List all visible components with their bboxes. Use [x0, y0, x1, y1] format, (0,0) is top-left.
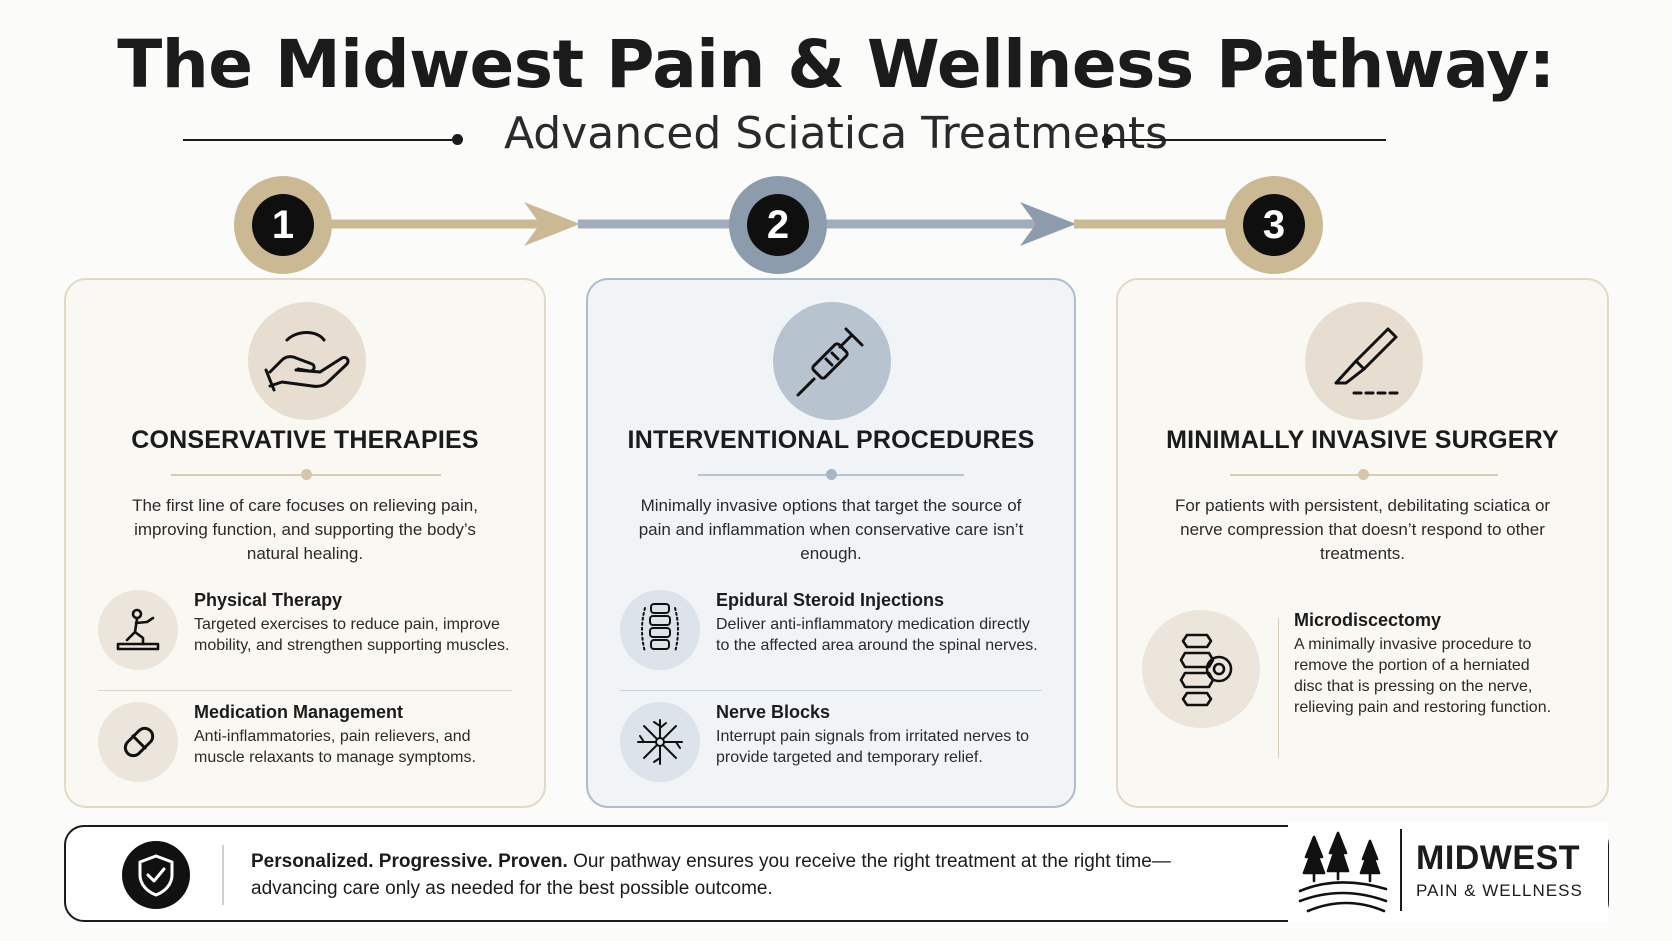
page-title: The Midwest Pain & Wellness Pathway:	[117, 26, 1555, 103]
pill-capsule-icon	[98, 702, 178, 782]
step-number-2: 2	[747, 194, 809, 256]
subtitle-line-right	[1108, 139, 1386, 141]
card-minimally-invasive-surgery: MINIMALLY INVASIVE SURGERY For patients …	[1116, 278, 1609, 808]
syringe-icon	[773, 302, 891, 420]
banner-separator	[222, 845, 224, 905]
card-description: Minimally invasive options that target t…	[638, 496, 1024, 563]
subtitle-dot-right	[1102, 134, 1113, 145]
page-subtitle: Advanced Sciatica Treatments	[503, 108, 1169, 159]
card-description: For patients with persistent, debilitati…	[1174, 496, 1551, 563]
open-hand-icon	[248, 302, 366, 420]
step-circle-3: 3	[1225, 176, 1323, 274]
banner-bold-text: Personalized. Progressive. Proven.	[251, 851, 568, 872]
item-separator	[1278, 618, 1279, 758]
card-description: The first line of care focuses on reliev…	[132, 496, 478, 563]
flow-arrow-2	[1020, 202, 1076, 246]
logo: MIDWEST PAIN & WELLNESS	[1288, 823, 1608, 923]
item-text: Deliver anti-inflammatory medication dir…	[716, 616, 1038, 654]
item-title: Physical Therapy	[194, 590, 343, 610]
item-text: Anti-inflammatories, pain relievers, and…	[194, 728, 476, 766]
scalpel-icon	[1305, 302, 1423, 420]
item-title: Nerve Blocks	[716, 702, 831, 722]
list-item-microdiscectomy: Microdiscectomy A minimally invasive pro…	[1142, 610, 1575, 770]
subtitle-dot-left	[452, 134, 463, 145]
card-rule-dot	[826, 469, 837, 480]
card-title: CONSERVATIVE THERAPIES	[131, 426, 479, 454]
flow-arrow-1	[524, 202, 580, 246]
card-rule-dot	[301, 469, 312, 480]
spine-disc-icon	[1142, 610, 1260, 728]
logo-separator	[1400, 829, 1402, 911]
item-divider	[98, 690, 512, 691]
card-rule-dot	[1358, 469, 1369, 480]
card-title: INTERVENTIONAL PROCEDURES	[627, 426, 1035, 454]
spine-icon	[620, 590, 700, 670]
pathway-flow	[320, 202, 1236, 246]
item-text: A minimally invasive procedure to remove…	[1294, 636, 1552, 716]
list-item-nerve-blocks: Nerve Blocks Interrupt pain signals from…	[620, 702, 1042, 802]
card-interventional-procedures: INTERVENTIONAL PROCEDURES Minimally inva…	[586, 278, 1076, 808]
step-circle-2: 2	[729, 176, 827, 274]
logo-name: MIDWEST	[1416, 839, 1581, 877]
list-item-physical-therapy: Physical Therapy Targeted exercises to r…	[98, 590, 512, 690]
shield-check-icon	[122, 841, 190, 909]
card-conservative-therapies: CONSERVATIVE THERAPIES The first line of…	[64, 278, 546, 808]
card-title: MINIMALLY INVASIVE SURGERY	[1166, 426, 1559, 454]
subtitle-row: Advanced Sciatica Treatments	[0, 108, 1672, 172]
nerve-icon	[620, 702, 700, 782]
item-divider	[620, 690, 1042, 691]
pine-trees-hills-icon	[1298, 831, 1388, 920]
logo-tagline: PAIN & WELLNESS	[1416, 881, 1583, 900]
banner-text: Personalized. Progressive. Proven. Our p…	[251, 848, 1251, 902]
step-number-3: 3	[1243, 194, 1305, 256]
item-title: Epidural Steroid Injections	[716, 590, 945, 610]
footer-banner: Personalized. Progressive. Proven. Our p…	[64, 823, 1609, 923]
banner-body-text: Our pathway ensures you receive the righ…	[251, 851, 1171, 899]
item-title: Medication Management	[194, 702, 404, 722]
list-item-epidural-steroid-injections: Epidural Steroid Injections Deliver anti…	[620, 590, 1042, 690]
item-text: Interrupt pain signals from irritated ne…	[716, 728, 1030, 766]
step-number-1: 1	[252, 194, 314, 256]
item-title: Microdiscectomy	[1294, 610, 1442, 630]
step-circle-1: 1	[234, 176, 332, 274]
physical-therapy-icon	[98, 590, 178, 670]
item-text: Targeted exercises to reduce pain, impro…	[194, 616, 510, 654]
subtitle-line-left	[183, 139, 458, 141]
list-item-medication-management: Medication Management Anti-inflammatorie…	[98, 702, 512, 802]
